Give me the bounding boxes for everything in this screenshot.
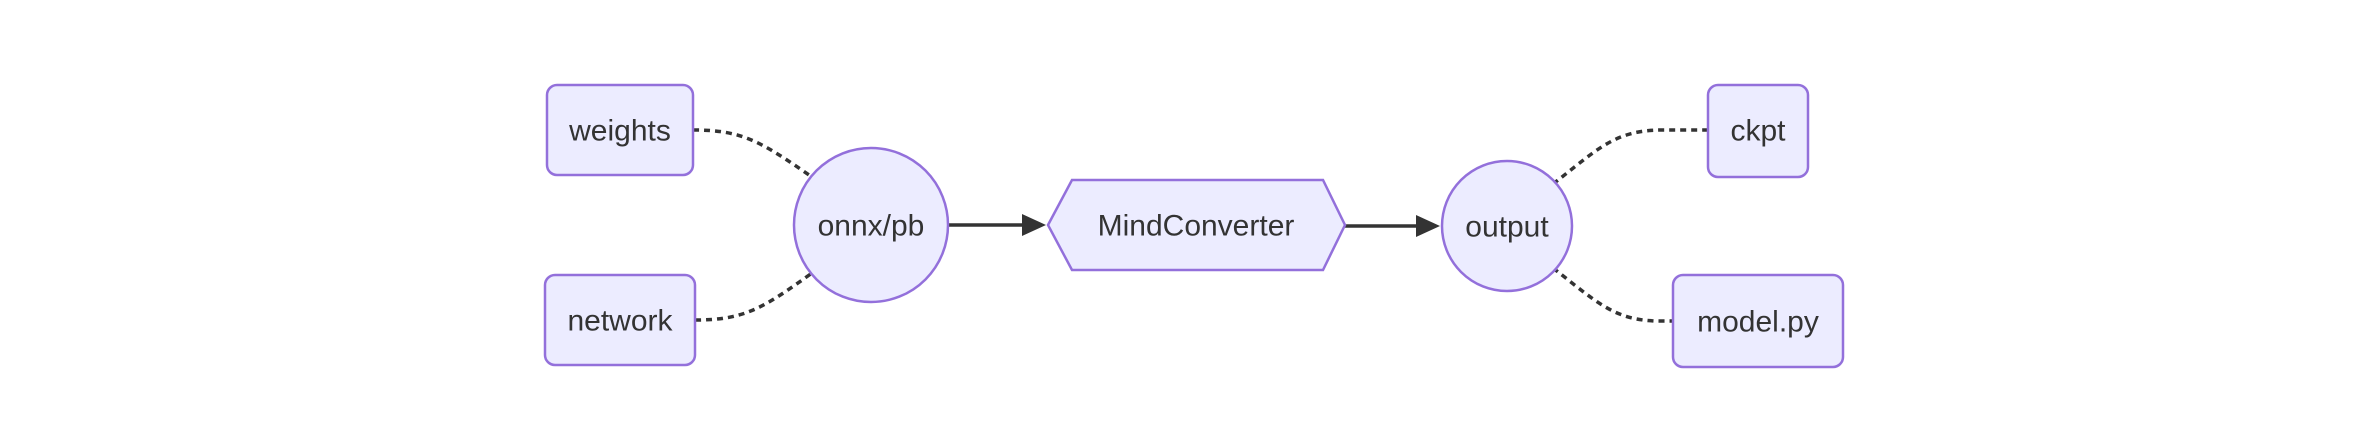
node-weights-label: weights: [568, 115, 671, 148]
node-network-label: network: [567, 305, 673, 338]
node-model-py-label: model.py: [1697, 306, 1819, 339]
arrowhead-icon: [1022, 214, 1046, 236]
edge-output-to-modelpy: [1551, 266, 1673, 323]
edge-output-to-ckpt: [1551, 128, 1708, 186]
node-weights-shape: [545, 83, 695, 177]
node-onnx-pb: onnx/pb: [792, 146, 950, 304]
node-weights: weights: [545, 83, 695, 177]
node-model-py: model.py: [1671, 273, 1845, 369]
node-ckpt-shape: [1706, 83, 1810, 179]
node-mindconverter-label: MindConverter: [1098, 210, 1295, 243]
node-network-shape: [543, 273, 697, 367]
node-mindconverter: MindConverter: [1046, 178, 1347, 272]
node-output-label: output: [1465, 211, 1549, 244]
node-onnx-pb-label: onnx/pb: [818, 210, 925, 243]
node-network: network: [543, 273, 697, 367]
node-mindconverter-shape: [1046, 178, 1347, 272]
node-output: output: [1440, 159, 1574, 293]
node-ckpt-label: ckpt: [1730, 115, 1786, 148]
node-ckpt: ckpt: [1706, 83, 1810, 179]
node-model-py-shape: [1671, 273, 1845, 369]
arrowhead-icon: [1416, 215, 1440, 237]
node-onnx-pb-shape: [792, 146, 950, 304]
edge-group: [692, 128, 1708, 323]
edge-weights-to-onnxpb: [692, 128, 813, 179]
node-output-shape: [1440, 159, 1574, 293]
edge-network-to-onnxpb: [694, 271, 814, 322]
